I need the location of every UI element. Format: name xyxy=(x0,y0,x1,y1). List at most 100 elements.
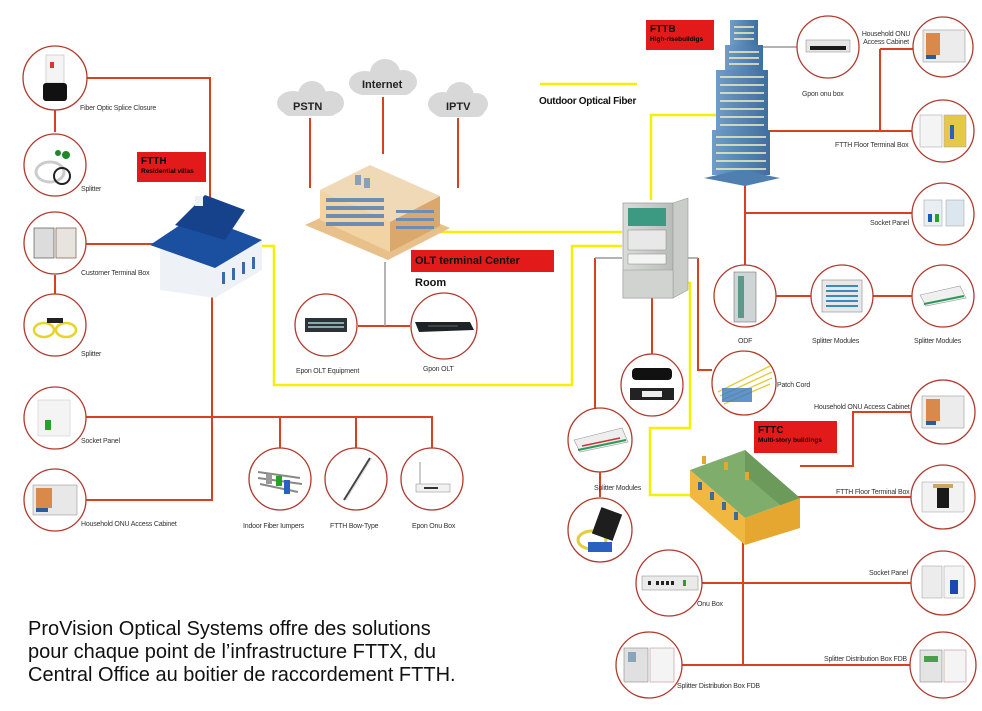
socket-panel-icon-fttb xyxy=(923,199,965,227)
label-fttc-floor-terminal: FTTH Floor Terminal Box xyxy=(836,489,910,496)
label-fdb-right: Splitter Distribution Box FDB xyxy=(824,656,907,663)
label-fdb-left: Splitter Distribution Box FDB xyxy=(677,683,760,690)
label-socket-panel: Socket Panel xyxy=(81,438,120,445)
label-splitter-1: Splitter xyxy=(81,186,102,193)
label-fttb-socket-panel: Socket Panel xyxy=(870,220,909,227)
gpon-onu-icon xyxy=(805,39,851,53)
outdoor-fiber-lines xyxy=(262,82,718,497)
villa-house xyxy=(150,195,262,298)
floor-terminal-box-icon-fttc xyxy=(921,481,965,513)
terminal-box-icon xyxy=(33,227,77,259)
link-splice-to-house xyxy=(85,77,211,200)
label-splitter-modules-cab: Splitter Modules xyxy=(594,485,641,492)
caption-line-2: pour chaque point de l’infrastructure FT… xyxy=(28,641,436,663)
label-splice-closure: Fiber Optic Splice Closure xyxy=(80,105,157,112)
onu-cabinet-icon-fttb xyxy=(922,29,966,63)
label-ftth-bow-type: FTTH Bow-Type xyxy=(330,523,379,530)
splice-closure-icon xyxy=(43,54,67,101)
label-gpon-olt: Gpon OLT xyxy=(423,366,454,373)
splitter-tray-icon-fttb xyxy=(919,285,967,307)
circle-splitter-plc xyxy=(23,133,87,197)
odf-rack-icon xyxy=(733,271,757,323)
onu-box-icon xyxy=(641,575,699,591)
onu-cabinet-icon-fttc xyxy=(921,395,965,429)
olt-center-room-tag: OLT terminal Center Room xyxy=(411,250,554,289)
cloud-label-pstn: PSTN xyxy=(293,101,323,113)
link-cab-patch xyxy=(697,258,712,371)
label-odf: ODF xyxy=(738,338,753,345)
label-epon-olt: Epon OLT Equipment xyxy=(296,368,360,375)
label-patch-cord: Patch Cord xyxy=(777,382,811,389)
multi-story-building xyxy=(690,450,800,545)
floor-terminal-box-icon xyxy=(919,114,967,148)
label-household-onu-cabinet: Household ONU Access Cabinet xyxy=(81,521,177,528)
socket-panel-icon xyxy=(37,399,71,437)
zone-tag-fttc: FTTC Multi-story buildings xyxy=(754,421,837,453)
fiber-splitter-icon xyxy=(32,318,78,339)
label-splitter-modules-2: Splitter Modules xyxy=(914,338,961,345)
label-fttb-onu-cabinet: Household ONU Access Cabinet xyxy=(861,31,911,46)
label-splitter-modules-1: Splitter Modules xyxy=(812,338,859,345)
label-customer-terminal-box: Customer Terminal Box xyxy=(81,270,150,277)
link-house-down xyxy=(85,290,213,501)
zone-subtitle-fttc: Multi-story buildings xyxy=(758,437,822,444)
cloud-label-internet: Internet xyxy=(362,79,403,91)
patch-cord-icon xyxy=(717,365,773,405)
splice-closure-horizontal-icon xyxy=(630,368,674,400)
zone-title-ftth: FTTH xyxy=(141,156,167,167)
label-splitter-2: Splitter xyxy=(81,351,102,358)
fiber-jumpers-icon xyxy=(257,471,303,494)
fdb-box-icon-right xyxy=(919,649,967,683)
circle-splitter-fiber xyxy=(23,293,87,357)
circle-fttb-socket xyxy=(911,182,975,246)
zone-tag-ftth: FTTH Residential villas xyxy=(137,152,206,182)
equipment-circles xyxy=(22,15,977,699)
circle-epon-onu xyxy=(400,447,464,511)
central-office-building xyxy=(305,165,450,260)
fiber-cabinet-to-fttc xyxy=(648,281,695,497)
splitter-module-rack-icon xyxy=(821,279,863,313)
splitter-tray-icon-cab xyxy=(573,427,629,453)
red-connectors xyxy=(54,48,913,666)
outdoor-street-cabinet xyxy=(622,197,689,299)
onu-router-icon xyxy=(415,462,451,493)
caption-line-3: Central Office au boitier de raccordemen… xyxy=(28,664,456,686)
fiber-house-loop xyxy=(262,244,622,387)
circle-terminal-box xyxy=(23,211,87,275)
zone-subtitle-ftth: Residential villas xyxy=(141,168,194,175)
socket-panel-icon-fttc xyxy=(921,565,965,599)
label-epon-onu-box: Epon Onu Box xyxy=(412,523,456,530)
link-socket-bus xyxy=(85,416,433,448)
bow-type-cable-icon xyxy=(343,457,373,501)
cloud-label-iptv: IPTV xyxy=(446,101,471,113)
onu-cabinet-icon xyxy=(32,484,78,516)
plc-splitter-icon xyxy=(34,150,71,185)
link-fttc-cabinet xyxy=(800,411,912,467)
label-onu-box: Onu Box xyxy=(697,601,723,608)
cloud-iptv xyxy=(428,82,488,117)
fdb-box-icon-left xyxy=(623,647,675,683)
label-fttc-onu-cabinet: Household ONU Access Cabinet xyxy=(814,404,910,411)
zone-title-fttb: FTTB xyxy=(650,24,676,35)
label-gpon-onu-box: Gpon onu box xyxy=(802,91,844,98)
circle-patch-cord xyxy=(711,350,777,416)
legend-outdoor-fiber-label: Outdoor Optical Fiber xyxy=(539,96,637,107)
caption-line-1: ProVision Optical Systems offre des solu… xyxy=(28,618,431,640)
olt-rack-unit-icon xyxy=(415,322,474,332)
cloud-internet xyxy=(349,59,417,95)
circle-closure-horizontal xyxy=(620,353,684,417)
high-rise-tower xyxy=(704,20,780,186)
zone-tag-fttb: FTTB High-risebuildigs xyxy=(646,20,714,50)
label-fttc-socket-panel: Socket Panel xyxy=(869,570,908,577)
label-indoor-jumpers: Indoor Fiber Iumpers xyxy=(243,523,304,530)
zone-subtitle-fttb: High-risebuildigs xyxy=(650,36,704,43)
fiber-cabinet-to-tower xyxy=(649,113,718,200)
label-fttb-floor-terminal: FTTH Floor Terminal Box xyxy=(835,142,909,149)
caption-text: ProVision Optical Systems offre des solu… xyxy=(28,618,456,687)
box-splitter-icon xyxy=(576,507,623,552)
zone-title-fttc: FTTC xyxy=(758,425,784,436)
olt-chassis-icon xyxy=(305,318,347,332)
cloud-pstn xyxy=(277,81,344,116)
circle-fttc-socket xyxy=(910,550,976,616)
